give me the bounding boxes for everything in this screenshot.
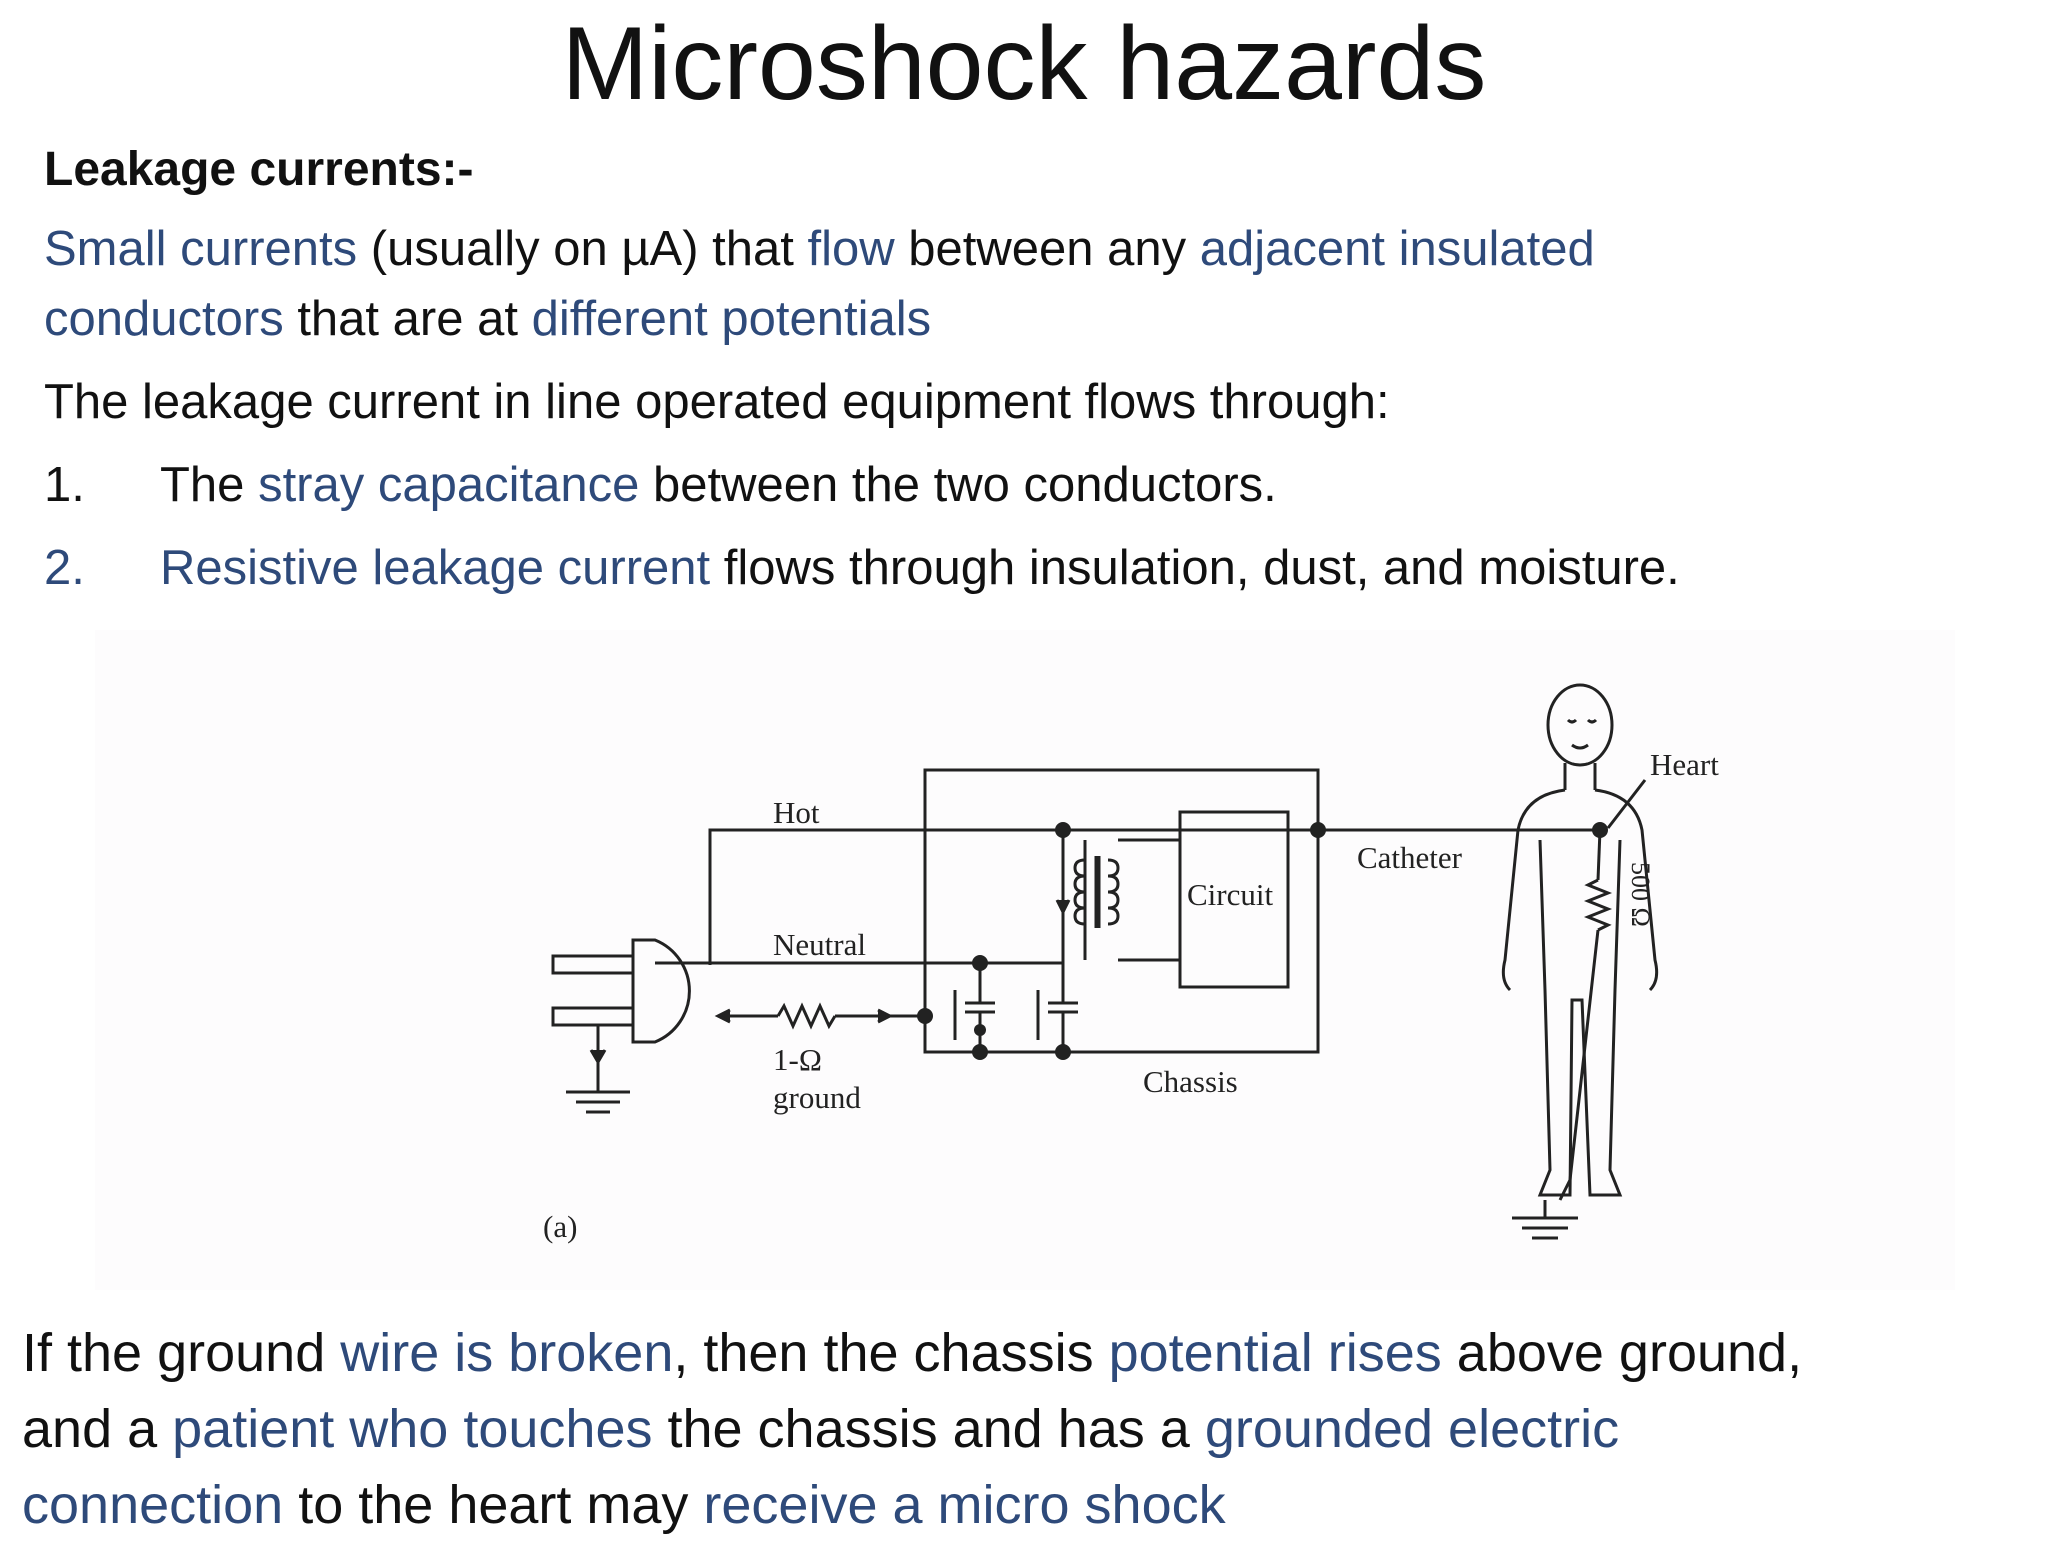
text-span: (usually on µA) that	[357, 222, 808, 276]
catheter-label: Catheter	[1357, 840, 1463, 875]
definition-line-1: Small currents (usually on µA) that flow…	[44, 219, 1595, 279]
highlighted-text: patient who touches	[172, 1399, 653, 1459]
junction-dots	[917, 822, 1608, 1060]
text-span: between any	[894, 222, 1200, 276]
highlighted-text: conductors	[44, 292, 284, 346]
list-number: 2.	[44, 541, 85, 595]
body-resistor-label: 500 Ω	[1626, 862, 1655, 927]
heart-label: Heart	[1650, 747, 1719, 782]
circuit-block	[1178, 810, 1290, 989]
highlighted-text: connection	[22, 1475, 284, 1535]
figure-label: (a)	[543, 1209, 577, 1244]
list-text: The stray capacitance between the two co…	[160, 458, 1277, 512]
conclusion-paragraph: If the ground wire is broken, then the c…	[22, 1315, 2022, 1543]
highlighted-text: different potentials	[531, 292, 932, 346]
diagram-background	[95, 630, 1955, 1290]
definition-line-2: conductors that are at different potenti…	[44, 289, 931, 349]
text-span: between the two conductors.	[639, 458, 1277, 512]
circuit-label: Circuit	[1187, 877, 1273, 912]
text-span: above ground,	[1441, 1323, 1803, 1383]
neutral-label: Neutral	[773, 927, 866, 962]
highlighted-text: receive a micro shock	[703, 1475, 1226, 1535]
text-span: the chassis and has a	[652, 1399, 1205, 1459]
ground-label: ground	[773, 1080, 861, 1115]
text-span: and a	[22, 1399, 173, 1459]
conclusion-line-2: and a patient who touches the chassis an…	[22, 1391, 2022, 1467]
circuit-diagram: Hot Neutral 1-Ω ground Circuit Chassis C…	[543, 683, 1719, 1244]
highlighted-text: flow	[807, 222, 895, 276]
highlighted-text: stray capacitance	[258, 458, 640, 512]
list-item: 1. The stray capacitance between the two …	[44, 455, 1277, 515]
list-text: Resistive leakage current flows through …	[160, 541, 1680, 595]
intro-sentence: The leakage current in line operated equ…	[44, 375, 1390, 429]
page-title: Microshock hazards	[561, 6, 1487, 122]
ground-symbol	[566, 1090, 630, 1114]
chassis-label: Chassis	[1143, 1064, 1238, 1099]
patient-figure	[1501, 683, 1659, 1197]
hot-label: Hot	[773, 795, 820, 830]
highlighted-text: Small currents	[44, 222, 358, 276]
highlighted-text: Resistive leakage current	[160, 541, 711, 595]
text-span: to the heart may	[283, 1475, 704, 1535]
conclusion-line-1: If the ground wire is broken, then the c…	[22, 1315, 2022, 1391]
conclusion-line-3: connection to the heart may receive a mi…	[22, 1467, 2022, 1543]
text-span: If the ground	[22, 1323, 341, 1383]
highlighted-text: potential rises	[1108, 1323, 1442, 1383]
resistor-label: 1-Ω	[773, 1042, 822, 1077]
plug-icon	[551, 938, 691, 1044]
highlighted-text: adjacent insulated	[1199, 222, 1595, 276]
text-span: The	[160, 458, 259, 512]
chassis-outline	[923, 768, 1320, 1054]
text-span: that are at	[283, 292, 532, 346]
list-number: 1.	[44, 458, 85, 512]
highlighted-text: wire is broken	[340, 1323, 674, 1383]
text-span: flows through insulation, dust, and mois…	[710, 541, 1680, 595]
highlighted-text: grounded electric	[1204, 1399, 1620, 1459]
list-item: 2. Resistive leakage current flows throug…	[44, 538, 1680, 598]
text-span: , then the chassis	[673, 1323, 1109, 1383]
section-heading: Leakage currents:-	[44, 143, 474, 196]
